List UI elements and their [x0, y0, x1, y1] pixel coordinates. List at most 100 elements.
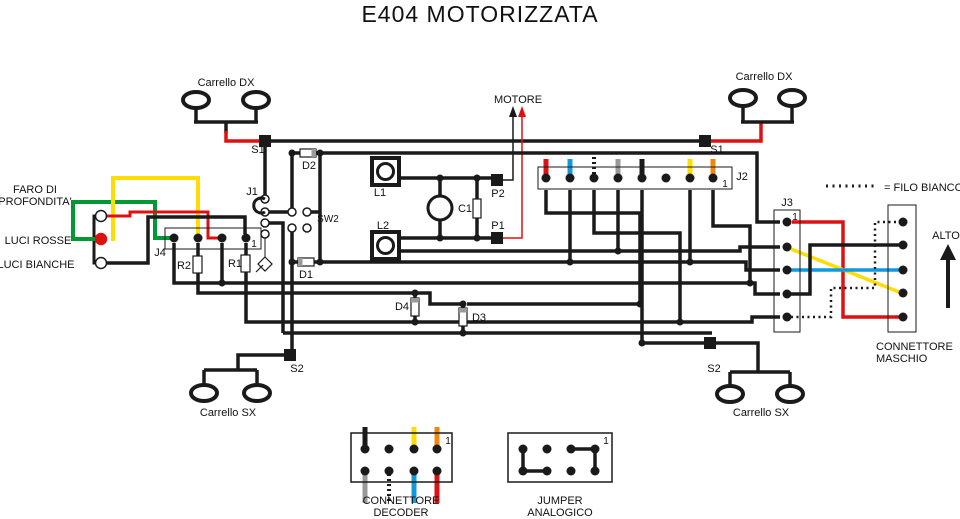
- label-carrello-dx-right: Carrello DX: [736, 71, 794, 83]
- wire-motor-red: [503, 114, 523, 239]
- jumper-pin-3: [566, 444, 576, 454]
- label-faro-2: PROFONDITA': [0, 196, 72, 208]
- j2-pin-6: [661, 173, 671, 183]
- jumper-pin-4: [590, 444, 600, 454]
- junction-dot-19: [614, 247, 622, 255]
- junction-dot-20: [638, 339, 646, 347]
- wheel-dxr-1: [728, 88, 758, 108]
- label-luci-rosse: LUCI ROSSE: [5, 235, 72, 247]
- ground-diamond: [257, 256, 273, 272]
- sw2-pin-br: [302, 223, 312, 233]
- label-conn-decoder-1: CONNETTORE: [363, 495, 440, 507]
- junction-dot-6: [316, 149, 324, 157]
- label-j2-pin1: 1: [722, 179, 728, 190]
- label-carrello-dx-left: Carrello DX: [198, 77, 256, 89]
- wheel-sxr-2: [775, 384, 805, 404]
- junction-dot-18: [676, 318, 684, 326]
- label-s1-right: S1: [710, 144, 723, 156]
- junction-dot-2: [473, 174, 481, 182]
- label-sw2: SW2: [317, 214, 339, 225]
- j3-pin-5: [782, 312, 792, 322]
- j1-jumper-arc: [252, 196, 266, 215]
- junction-dot-5: [288, 149, 296, 157]
- s2-right-junction: [704, 337, 716, 349]
- l2-lamp-circle: [376, 236, 395, 255]
- label-conn-maschio-2: MASCHIO: [876, 353, 928, 365]
- label-jumper-1: JUMPER: [537, 495, 582, 507]
- label-j4: J4: [154, 247, 166, 259]
- decoder-pin-4: [432, 444, 442, 454]
- ground-tick: [255, 264, 264, 273]
- decoder-pin-3: [409, 444, 419, 454]
- label-r2: R2: [177, 260, 191, 272]
- label-p1: P1: [491, 220, 504, 232]
- j2-pin-8: [708, 173, 718, 183]
- male-pin-2: [898, 240, 908, 250]
- male-pin-3: [898, 265, 908, 275]
- j2-connector-box: [537, 166, 733, 190]
- junction-dot-11: [411, 289, 419, 297]
- label-decoder-pin1: 1: [445, 436, 451, 447]
- label-d1: D1: [299, 269, 313, 281]
- s1-left-junction: [259, 135, 271, 147]
- junction-dot-7: [288, 258, 296, 266]
- male-connector-box: [887, 204, 917, 333]
- label-d4: D4: [395, 301, 409, 313]
- wire-d1-rail-to-j3p3: [292, 260, 780, 272]
- wire-black-bianche-to-j4p4: [105, 215, 247, 265]
- j3-connector-box: [773, 209, 801, 333]
- wire-d2-rail-to-j3p1: [292, 151, 780, 224]
- male-pin-1: [898, 217, 908, 227]
- s1-right-junction: [699, 135, 711, 147]
- jumper-open-bottom: [260, 229, 270, 239]
- jumper-open-top: [260, 218, 270, 228]
- label-s2-right: S2: [707, 363, 720, 375]
- j2-pin-3: [589, 173, 599, 183]
- junction-dot-1: [436, 174, 444, 182]
- male-pin-5: [898, 312, 908, 322]
- label-motore: MOTORE: [494, 94, 542, 106]
- label-j2: J2: [736, 171, 748, 183]
- faro-terminal: [94, 209, 108, 223]
- label-jumper-pin1: 1: [603, 436, 609, 447]
- r2-resistor-body: [192, 255, 203, 274]
- junction-dot-13: [459, 300, 467, 308]
- wire-j2p6-route: [592, 190, 682, 322]
- label-carrello-sx-left: Carrello SX: [200, 407, 257, 419]
- label-j4-pin1: 1: [251, 239, 257, 250]
- j2-pin-1: [541, 173, 551, 183]
- jumper-pin-8: [590, 466, 600, 476]
- wheel-dxl-1: [181, 90, 211, 110]
- label-jumper-2: ANALOGICO: [527, 507, 593, 519]
- decoder-connector-box: [350, 432, 453, 483]
- label-carrello-sx-right: Carrello SX: [733, 407, 790, 419]
- label-j1: J1: [246, 186, 258, 198]
- junction-dot-16: [566, 258, 574, 266]
- jumper-pin-7: [566, 466, 576, 476]
- label-d2: D2: [302, 160, 316, 172]
- page-title: E404 MOTORIZZATA: [361, 1, 599, 27]
- wire-j2p1-route: [711, 190, 752, 283]
- decoder-pin-8: [432, 466, 442, 476]
- wire-s2r-rail: [642, 341, 760, 372]
- s2-left-junction: [284, 349, 296, 361]
- d4-diode-body-band: [411, 298, 419, 303]
- junction-dot-9: [218, 279, 226, 287]
- d1-diode-body-band: [298, 258, 303, 266]
- j2-pin-4: [613, 173, 623, 183]
- wire-s2l-link: [236, 353, 285, 370]
- label-r1: R1: [228, 258, 242, 270]
- label-l1: L1: [374, 187, 386, 199]
- wire-j3p5-white-to-male: [791, 220, 899, 319]
- label-conn-decoder-2: DECODER: [373, 507, 428, 519]
- decoder-pin-2: [384, 444, 394, 454]
- wire-d4-elbow-d3: [415, 291, 463, 306]
- j3-pin-2: [782, 242, 792, 252]
- label-s2-left: S2: [290, 363, 303, 375]
- j4-connector-box: [164, 227, 262, 250]
- wire-red-faro-to-j4p3: [105, 210, 219, 240]
- l1-lamp-box: [370, 156, 401, 187]
- d3-diode-body-band: [459, 308, 467, 313]
- jumper-pin-5: [518, 466, 528, 476]
